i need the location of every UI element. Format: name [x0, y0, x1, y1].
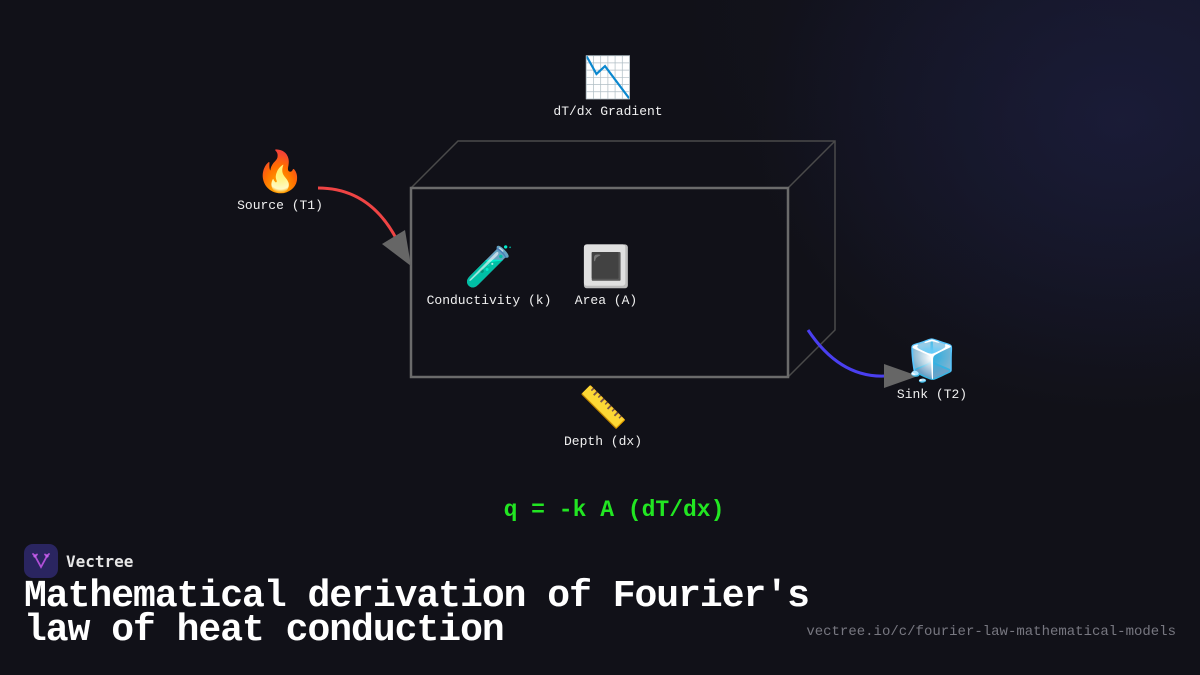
node-conductivity: 🧪 Conductivity (k) [427, 243, 552, 308]
node-source: 🔥 Source (T1) [237, 148, 323, 213]
node-label: dT/dx Gradient [553, 104, 663, 119]
node-label: Sink (T2) [896, 387, 968, 402]
node-label: Conductivity (k) [426, 293, 552, 308]
chart-decreasing-icon: 📉 [583, 55, 633, 101]
square-button-icon: 🔳 [581, 244, 631, 290]
node-label: Source (T1) [237, 198, 323, 213]
edge-source-to-slab [317, 186, 411, 266]
ruler-icon: 📏 [578, 385, 628, 431]
node-label: Area (A) [574, 293, 638, 308]
fire-icon: 🔥 [255, 149, 305, 195]
edge-slab-to-sink [806, 329, 918, 388]
ice-cube-icon: 🧊 [907, 338, 957, 384]
source-url: vectree.io/c/fourier-law-mathematical-mo… [806, 624, 1176, 640]
test-tube-icon: 🧪 [464, 244, 514, 290]
vectree-logo-icon [24, 544, 58, 578]
node-label: Depth (dx) [563, 434, 643, 449]
page-title: Mathematical derivation of Fourier's law… [24, 575, 810, 652]
fourier-law-formula: q = -k A (dT/dx) [503, 497, 725, 523]
node-depth: 📏 Depth (dx) [564, 384, 642, 449]
node-sink: 🧊 Sink (T2) [897, 337, 967, 402]
node-gradient: 📉 dT/dx Gradient [553, 54, 662, 119]
brand-name: Vectree [66, 551, 134, 571]
brand: Vectree [24, 544, 133, 578]
node-area: 🔳 Area (A) [575, 243, 637, 308]
